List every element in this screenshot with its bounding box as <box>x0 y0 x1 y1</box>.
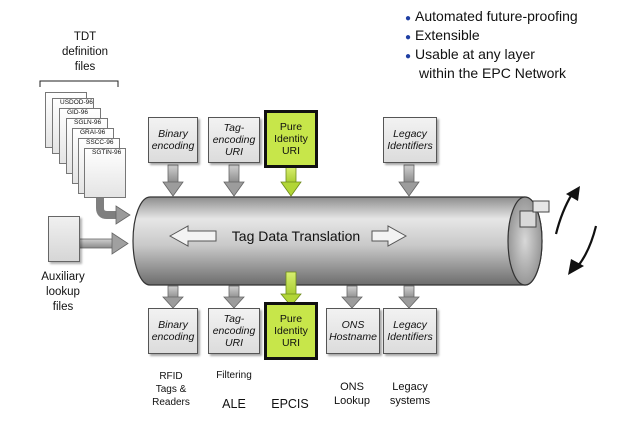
top-down-arrows <box>162 164 420 197</box>
rotate-arrowhead-top <box>566 186 580 201</box>
bullet-dot-icon: ● <box>405 32 412 43</box>
bullet-dot-icon: ● <box>405 13 412 24</box>
rfid-tags-readers-label: RFID Tags & Readers <box>152 371 190 408</box>
ale-label: ALE <box>222 397 246 411</box>
filtering-label: Filtering <box>216 370 252 381</box>
rotate-arrow-top <box>554 193 573 235</box>
rotate-arrowhead-bottom <box>568 259 584 275</box>
files-connector-arrowhead <box>115 205 131 225</box>
bottom-down-arrows <box>162 271 420 309</box>
feature-bullets: ●Automated future-proofing ●Extensible ●… <box>405 8 578 82</box>
aux-connector-arrowhead <box>111 232 129 255</box>
files-brace <box>39 80 119 87</box>
bullet-dot-icon: ● <box>405 51 412 62</box>
rotate-arrow-bottom <box>577 225 598 267</box>
tag-data-translation-label: Tag Data Translation <box>231 228 361 244</box>
crank-handle <box>532 200 550 213</box>
file-page: SGTIN-96 <box>84 148 126 198</box>
aux-files-label: Auxiliary lookup files <box>41 271 85 313</box>
epcis-label: EPCIS <box>271 397 309 411</box>
aux-file-box <box>48 216 80 262</box>
legacy-systems-label: Legacy systems <box>389 381 431 407</box>
files-connector-arrow <box>96 188 118 219</box>
ons-lookup-label: ONS Lookup <box>333 381 371 407</box>
tdt-files-label: TDT definition files <box>61 31 109 73</box>
bullet-item: ●Usable at any layer <box>405 46 535 62</box>
crank-shaft <box>519 210 537 228</box>
aux-connector-arrow <box>77 238 115 249</box>
bullet-item: ●Automated future-proofing <box>405 8 578 24</box>
bullet-item: within the EPC Network <box>419 65 567 81</box>
left-flow-arrow <box>168 225 217 247</box>
right-flow-arrow <box>371 225 408 247</box>
bullet-item: ●Extensible <box>405 27 480 43</box>
